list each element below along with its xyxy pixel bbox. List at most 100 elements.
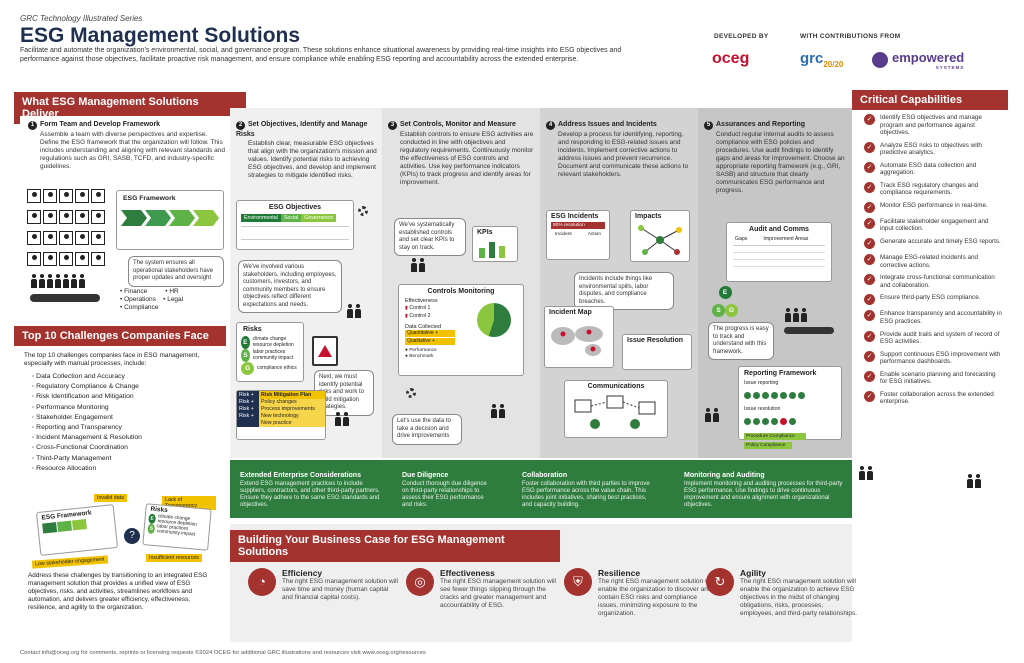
check-icon: ✓ [864, 217, 875, 229]
decision-people [490, 404, 506, 423]
meeting-people [784, 308, 834, 334]
challenge-item: Stakeholder Engagement [32, 413, 226, 423]
workstation-grid [26, 188, 110, 272]
capability-item: ✓Track ESG regulatory changes and compli… [864, 181, 1002, 197]
cap-people-1 [858, 466, 874, 485]
grc-logo-text: grc [800, 50, 824, 67]
business-case-heading: Building Your Business Case for ESG Mana… [230, 530, 560, 562]
target-icon: ◎ [406, 568, 434, 596]
check-icon: ✓ [864, 141, 875, 153]
esg-framework-card: ESG Framework [116, 190, 224, 250]
step-5-desc: Conduct regular internal audits to asses… [716, 131, 845, 194]
challenge-item: Incident Management & Resolution [32, 433, 226, 443]
tab-governance: Governance [301, 214, 337, 222]
people-pair [334, 412, 350, 431]
warning-screen [312, 336, 338, 366]
capability-item: ✓Monitor ESG performance in real-time. [864, 201, 1002, 213]
page-title: ESG Management Solutions [20, 24, 301, 47]
empowered-mark-icon [872, 52, 888, 68]
empowered-logo-text: empowered [892, 50, 965, 65]
tab-environmental: Environmental [241, 214, 281, 222]
check-icon: ✓ [864, 114, 875, 125]
gear-icon-2 [406, 388, 416, 398]
cap-people-2 [966, 474, 982, 493]
step-2-desc: Establish clear, measurable ESG objectiv… [248, 140, 377, 179]
question-icon: ? [124, 528, 140, 544]
check-icon: ✓ [864, 330, 875, 342]
p5-bubble: The progress is easy to track and unders… [708, 322, 774, 360]
issue-resolution-card: Issue Resolution [622, 334, 692, 370]
kpi-bars-icon [479, 242, 505, 258]
kpis-card: KPIs [472, 226, 518, 262]
comms-network-icon [574, 395, 656, 429]
p1-bubble: The system ensures all operational stake… [128, 256, 224, 287]
capability-item: ✓Manage ESG-related incidents and correc… [864, 254, 1002, 269]
challenge-item: Cross-Functional Coordination [32, 443, 226, 453]
gauge-icon: ◔ [248, 568, 276, 596]
challenges-illustration: Invalid data Lack of Transparency ESG Fr… [28, 494, 216, 578]
shield-icon: ⛨ [564, 568, 592, 596]
risk-mitigation-plan: Risk +Risk +Risk +Risk + Risk Mitigation… [236, 390, 326, 440]
check-icon: ✓ [864, 254, 875, 266]
critical-heading: Critical Capabilities [852, 90, 1008, 110]
empowered-logo-sub: SYSTEMS [935, 65, 965, 70]
grc2020-logo: grc20/20 [800, 50, 843, 69]
capability-item: ✓Enable scenario planning and forecastin… [864, 370, 1002, 386]
challenges-intro: The top 10 challenges companies face in … [24, 352, 200, 367]
challenge-item: Third-Party Management [32, 454, 226, 464]
step-4-desc: Develop a process for identifying, repor… [558, 131, 689, 178]
role-list: • Finance • HR • Operations • Legal • Co… [120, 288, 184, 311]
check-icon: ✓ [864, 390, 875, 402]
tab-social: Social [280, 214, 302, 222]
challenges-heading: Top 10 Challenges Companies Face [14, 326, 226, 346]
capability-item: ✓Provide audit trails and system of reco… [864, 330, 1002, 346]
impacts-network-icon [638, 225, 682, 255]
capability-item: ✓Integrate cross-functional communicatio… [864, 274, 1002, 289]
check-icon: ✓ [864, 370, 875, 382]
capability-item: ✓Foster collaboration across the extende… [864, 390, 1002, 406]
check-icon: ✓ [864, 161, 875, 173]
oceg-logo: oceg [712, 50, 750, 67]
capability-item: ✓Facilitate stakeholder engagement and i… [864, 217, 1002, 233]
capability-item: ✓Automate ESG data collection and aggreg… [864, 161, 1002, 177]
series-label: GRC Technology Illustrated Series [20, 14, 143, 23]
check-icon: ✓ [864, 201, 875, 213]
framework-arrows-icon [121, 210, 219, 226]
step-1-desc: Assemble a team with diverse perspective… [40, 131, 226, 170]
check-icon: ✓ [864, 310, 875, 322]
page-description: Facilitate and automate the organization… [20, 47, 622, 63]
developed-by-label: DEVELOPED BY [714, 33, 769, 40]
check-icon: ✓ [864, 274, 875, 286]
stakeholder-people [346, 304, 362, 323]
critical-capabilities-panel: Critical Capabilities ✓Identify ESG obje… [852, 90, 1008, 458]
reporting-framework-card: Reporting Framework Issue reporting Issu… [738, 366, 842, 449]
footer-text: Contact info@oceg.org for comments, repr… [20, 650, 426, 656]
p3-bubble-1: We've systematically established control… [394, 218, 466, 256]
business-case-panel: Building Your Business Case for ESG Mana… [230, 524, 857, 642]
p3-bubble-2: Let's use the data to take a decision an… [392, 414, 462, 445]
incident-map-card: Incident Map [544, 306, 614, 368]
challenge-item: Data Collection and Accuracy [32, 372, 226, 382]
challenge-item: Risk Identification and Mitigation [32, 392, 226, 402]
challenge-item: Regulatory Compliance & Change [32, 382, 226, 392]
challenge-item: Reporting and Transparency [32, 423, 226, 433]
communications-card: Communications [564, 380, 668, 438]
